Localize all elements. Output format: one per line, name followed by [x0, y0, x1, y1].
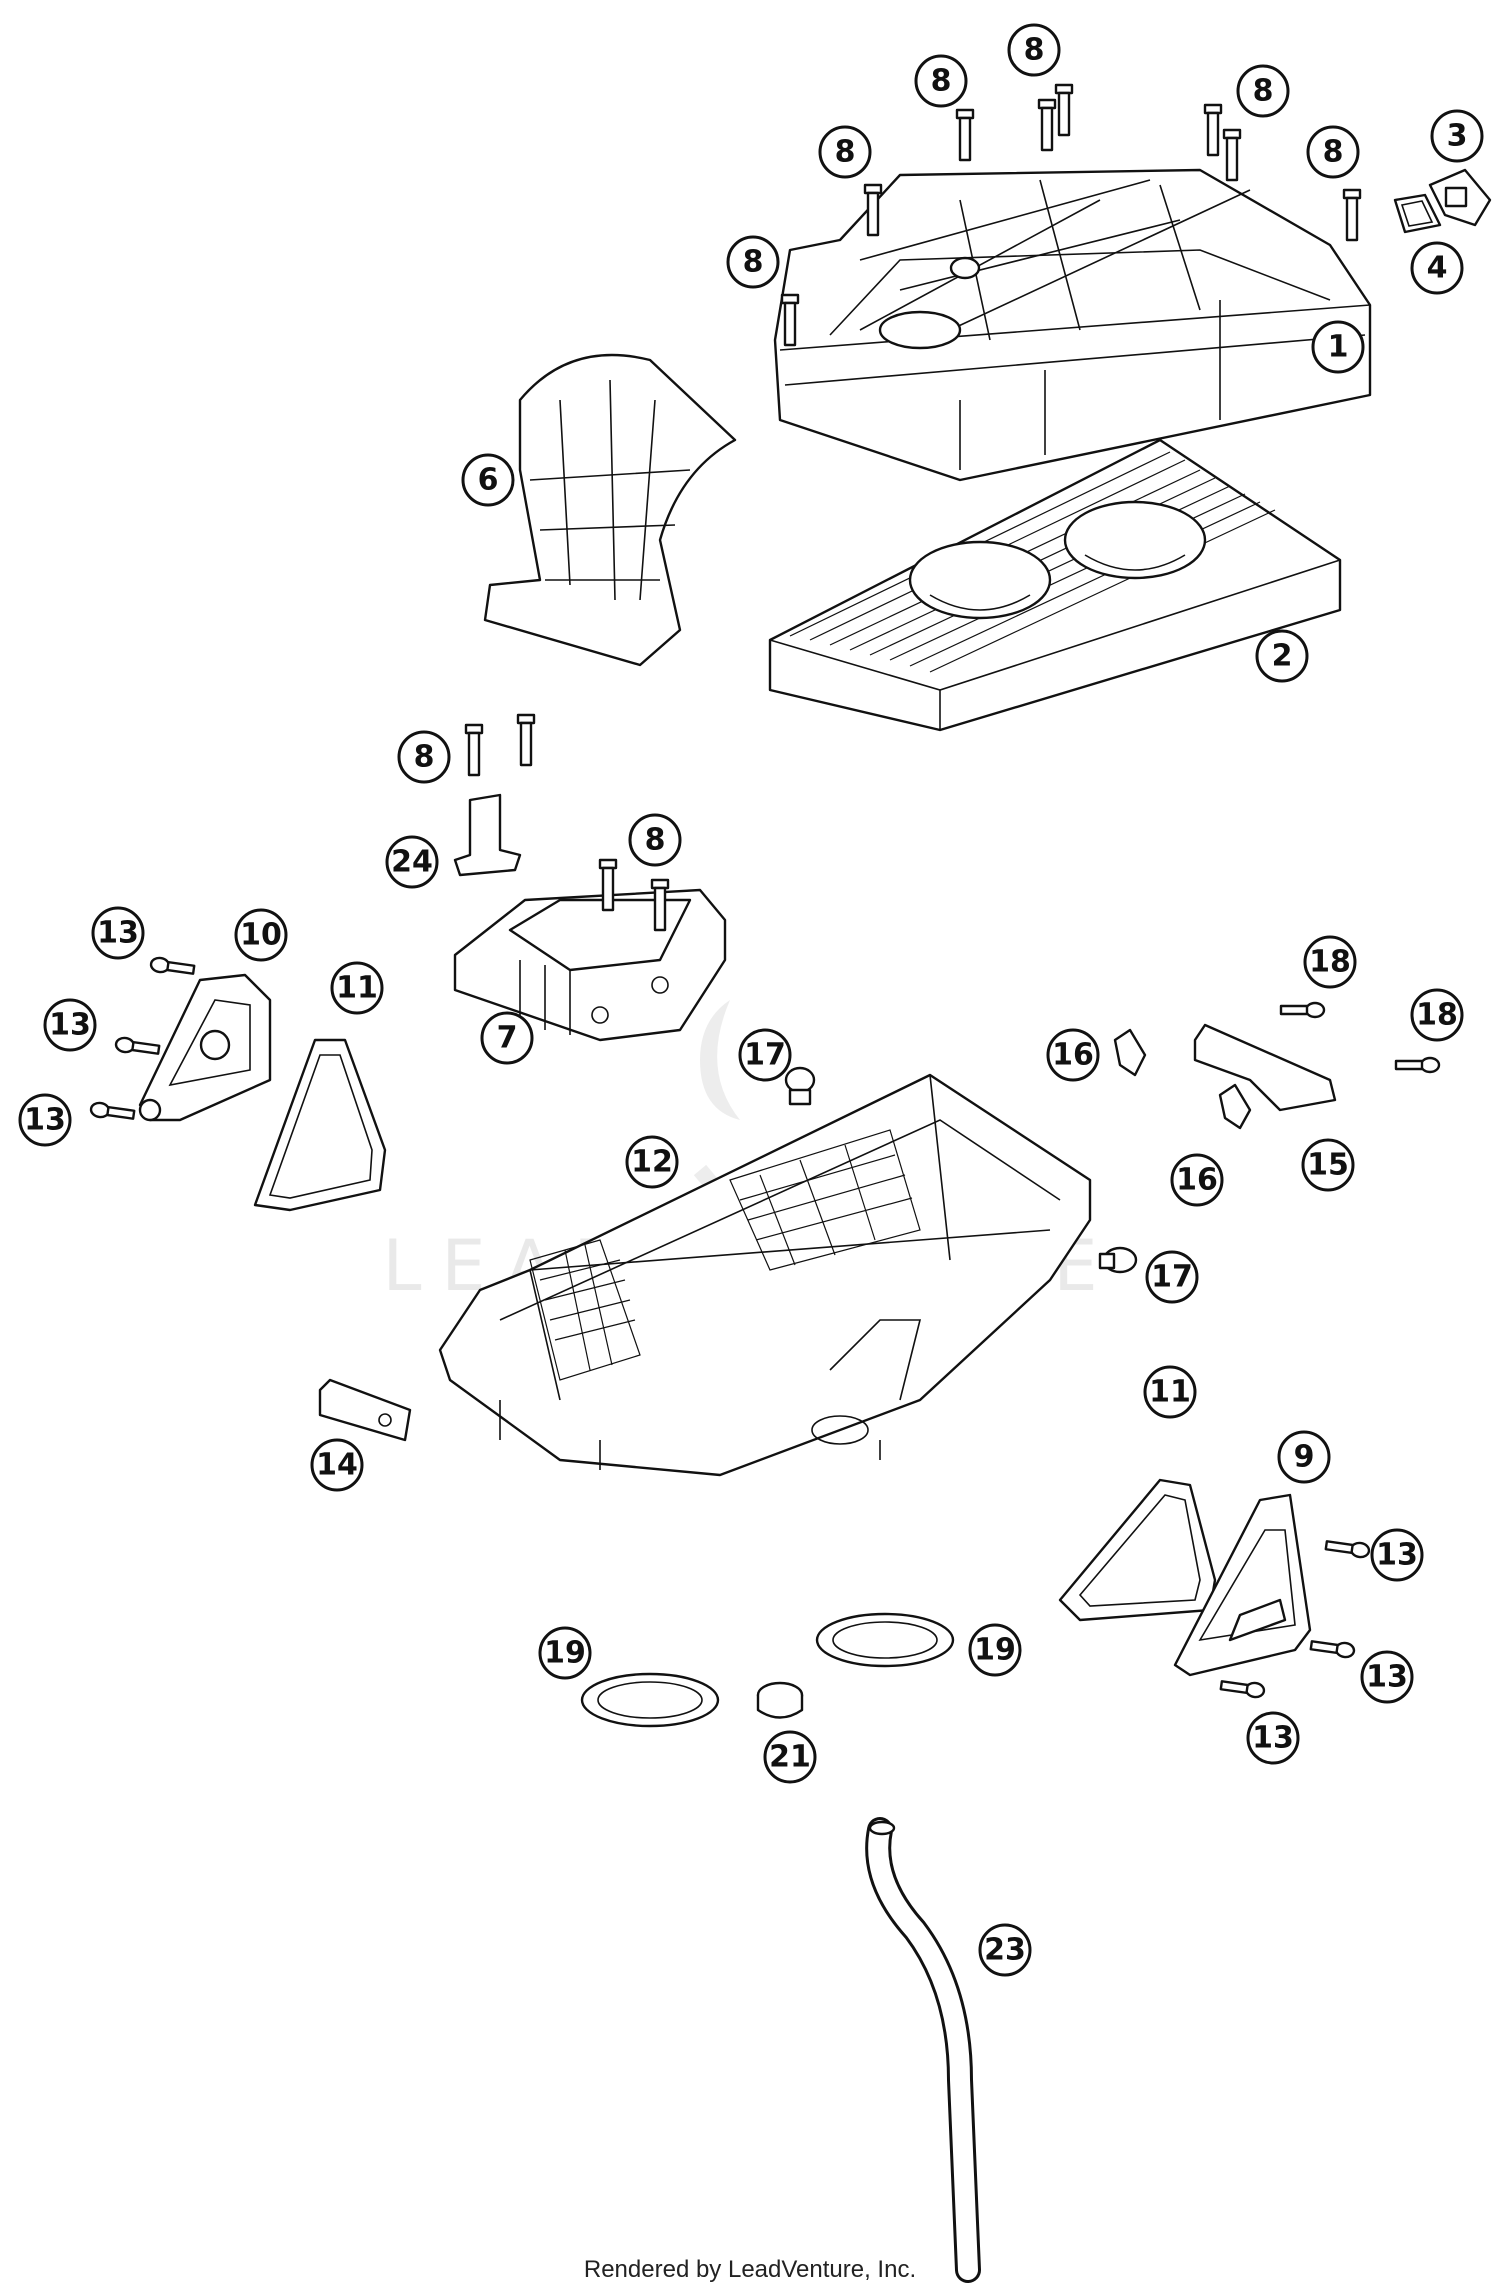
callout-21: 21 [763, 1730, 817, 1784]
callout-23: 23 [978, 1923, 1032, 1977]
clip-part-16-lower [1218, 1083, 1252, 1130]
seal-part-19-left [580, 1672, 720, 1728]
svg-text:23: 23 [984, 1933, 1026, 1968]
callout-4: 4 [1410, 241, 1464, 295]
svg-text:8: 8 [1253, 74, 1274, 109]
svg-text:11: 11 [336, 971, 378, 1006]
svg-text:18: 18 [1416, 998, 1458, 1033]
svg-text:13: 13 [24, 1103, 66, 1138]
svg-text:13: 13 [1376, 1538, 1418, 1573]
svg-text:13: 13 [49, 1008, 91, 1043]
svg-text:1: 1 [1328, 330, 1349, 365]
cap-part-3 [1428, 168, 1492, 227]
callout-8: 8 [914, 54, 968, 108]
callout-10: 10 [234, 908, 288, 962]
svg-text:12: 12 [631, 1145, 673, 1180]
callout-18: 18 [1303, 935, 1357, 989]
callout-8: 8 [726, 235, 780, 289]
hose-part-23 [865, 1817, 981, 2283]
svg-text:9: 9 [1294, 1440, 1315, 1475]
lower-airbox-part-12 [438, 1073, 1092, 1477]
callout-1: 1 [1311, 320, 1365, 374]
svg-text:17: 17 [1151, 1260, 1193, 1295]
gasket-part-11-left [253, 1038, 387, 1212]
svg-text:13: 13 [97, 916, 139, 951]
gasket-part-4 [1393, 193, 1442, 234]
svg-text:11: 11 [1149, 1375, 1191, 1410]
svg-text:14: 14 [316, 1448, 358, 1483]
callout-2: 2 [1255, 629, 1309, 683]
svg-text:21: 21 [769, 1740, 811, 1775]
plug-part-21 [756, 1681, 804, 1719]
callout-13: 13 [1370, 1528, 1424, 1582]
intake-boot-part-6 [483, 353, 737, 667]
callout-8: 8 [1007, 23, 1061, 77]
callout-17: 17 [738, 1028, 792, 1082]
callout-8: 8 [1236, 64, 1290, 118]
svg-text:3: 3 [1447, 119, 1468, 154]
callout-8: 8 [818, 125, 872, 179]
clip-part-24 [453, 793, 522, 877]
svg-text:19: 19 [544, 1636, 586, 1671]
logo-cover-part-9 [1173, 1493, 1312, 1677]
callout-7: 7 [480, 1011, 534, 1065]
callout-8: 8 [397, 730, 451, 784]
svg-text:10: 10 [240, 918, 282, 953]
bracket-part-15 [1193, 1023, 1337, 1112]
svg-text:18: 18 [1309, 945, 1351, 980]
airbox-cover-part-1 [773, 168, 1372, 482]
callout-9: 9 [1277, 1430, 1331, 1484]
svg-text:8: 8 [1323, 135, 1344, 170]
callout-14: 14 [310, 1438, 364, 1492]
callout-13: 13 [91, 906, 145, 960]
strip-part-14 [318, 1378, 412, 1442]
air-filter-part-2 [768, 438, 1342, 732]
credit-footer: Rendered by LeadVenture, Inc. [583, 2256, 917, 2283]
callout-13: 13 [18, 1093, 72, 1147]
callout-16: 16 [1046, 1028, 1100, 1082]
svg-text:8: 8 [1024, 33, 1045, 68]
callout-15: 15 [1301, 1138, 1355, 1192]
svg-text:4: 4 [1427, 251, 1448, 286]
svg-text:8: 8 [743, 245, 764, 280]
svg-text:13: 13 [1252, 1721, 1294, 1756]
side-bracket-part-10 [138, 973, 272, 1122]
callout-19: 19 [538, 1626, 592, 1680]
svg-text:13: 13 [1366, 1660, 1408, 1695]
svg-text:16: 16 [1176, 1163, 1218, 1198]
callout-13: 13 [43, 998, 97, 1052]
svg-text:15: 15 [1307, 1148, 1349, 1183]
callout-13: 13 [1246, 1711, 1300, 1765]
callout-19: 19 [968, 1623, 1022, 1677]
svg-text:8: 8 [414, 740, 435, 775]
svg-text:17: 17 [744, 1038, 786, 1073]
svg-text:2: 2 [1272, 639, 1293, 674]
callout-18: 18 [1410, 988, 1464, 1042]
svg-text:19: 19 [974, 1633, 1016, 1668]
svg-text:6: 6 [478, 463, 499, 498]
svg-text:24: 24 [391, 845, 433, 880]
svg-text:16: 16 [1052, 1038, 1094, 1073]
svg-text:8: 8 [835, 135, 856, 170]
callout-13: 13 [1360, 1650, 1414, 1704]
callout-16: 16 [1170, 1153, 1224, 1207]
callout-8: 8 [628, 813, 682, 867]
svg-text:8: 8 [645, 823, 666, 858]
callout-24: 24 [385, 835, 439, 889]
callout-11: 11 [330, 961, 384, 1015]
seal-part-19-right [815, 1612, 955, 1668]
grommet-part-17-lower [1098, 1246, 1138, 1274]
svg-text:7: 7 [497, 1021, 518, 1056]
svg-text:8: 8 [931, 64, 952, 99]
gasket-part-11-right [1058, 1478, 1217, 1622]
callout-12: 12 [625, 1135, 679, 1189]
callout-11: 11 [1143, 1365, 1197, 1419]
callout-8: 8 [1306, 125, 1360, 179]
callout-3: 3 [1430, 109, 1484, 163]
callout-6: 6 [461, 453, 515, 507]
grommet-part-17-upper [784, 1066, 816, 1106]
callout-17: 17 [1145, 1250, 1199, 1304]
clip-part-16-upper [1113, 1028, 1147, 1077]
